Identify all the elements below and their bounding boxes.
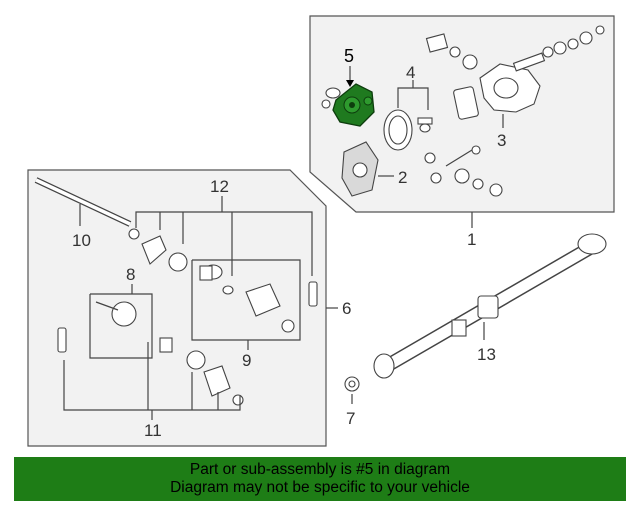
part-info-banner: Part or sub-assembly is #5 in diagram Di… — [14, 457, 626, 501]
callout-12-label: 12 — [210, 177, 229, 196]
cover-plate — [341, 141, 379, 197]
propeller-shaft — [373, 233, 607, 379]
callout-11-label: 11 — [144, 421, 162, 440]
callout-6-label: 6 — [342, 299, 351, 318]
flange-nut — [344, 376, 360, 392]
callout-9-label: 9 — [242, 351, 251, 370]
callout-5-label: 5 — [344, 46, 354, 66]
callout-4-label: 4 — [406, 63, 415, 82]
differential-case-part-5[interactable] — [321, 83, 375, 127]
callout-1-label: 1 — [467, 230, 476, 249]
callout-5-arrow — [346, 80, 354, 87]
banner-line-2: Diagram may not be specific to your vehi… — [170, 479, 470, 496]
upper-bearings-row — [425, 25, 605, 72]
boot-kit-parts — [57, 228, 318, 406]
ring-gear — [383, 109, 433, 151]
banner-line-1: Part or sub-assembly is #5 in diagram — [189, 461, 451, 478]
callout-12-bracket — [135, 211, 313, 276]
pinion-parts — [424, 145, 503, 197]
callout-13-label: 13 — [477, 345, 496, 364]
callout-8-label: 8 — [126, 265, 135, 284]
callout-8-box — [89, 293, 153, 359]
drive-shaft-panel — [27, 169, 327, 447]
callout-2-label: 2 — [398, 168, 407, 187]
carrier-housing — [453, 63, 541, 120]
callout-3-label: 3 — [497, 131, 506, 150]
callout-9-box — [191, 259, 301, 341]
callout-7-label: 7 — [346, 409, 355, 428]
callout-10-label: 10 — [72, 231, 91, 250]
axle-shaft — [34, 177, 132, 227]
